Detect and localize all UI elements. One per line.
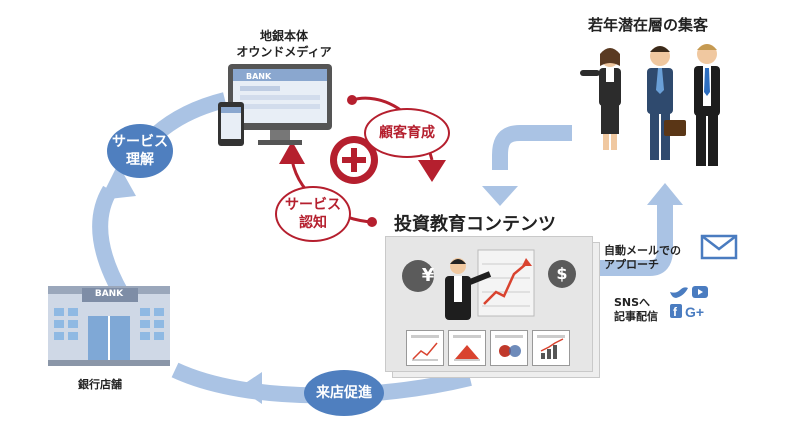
yen-symbol: ¥ <box>421 265 435 286</box>
mini-chart-2 <box>448 330 486 366</box>
mini-chart-3 <box>490 330 528 366</box>
content-title: 投資教育コンテンツ <box>394 214 556 235</box>
monitor-icon <box>218 64 332 146</box>
dollar-symbol: $ <box>556 264 568 283</box>
monitor-bank-label: BANK <box>246 72 272 81</box>
bubble-store-visit: 来店促進 <box>304 370 384 416</box>
twitter-icon <box>670 287 688 298</box>
media-caption: 地銀本体 オウンドメディア <box>224 28 344 60</box>
audience-to-content-path <box>492 125 572 170</box>
content-to-audience-path <box>598 200 673 276</box>
mini-chart-1 <box>406 330 444 366</box>
youtube-icon <box>692 286 708 298</box>
presenter-illustration <box>402 249 576 320</box>
audience-title: 若年潜在層の集客 <box>588 16 709 34</box>
facebook-icon: f <box>670 304 682 319</box>
email-channel-label: 自動メールでの アプローチ <box>604 244 681 271</box>
media-caption-line1: 地銀本体 <box>259 29 308 43</box>
bubble-service-awareness: サービス 認知 <box>275 186 351 242</box>
bank-building-icon <box>48 286 170 366</box>
media-caption-line2: オウンドメディア <box>236 45 332 59</box>
svg-text:G+: G+ <box>685 304 704 320</box>
arrow-bottom-head <box>238 372 262 404</box>
bank-sign: BANK <box>94 289 124 299</box>
sns-channel-label: SNSへ 記事配信 <box>614 296 658 323</box>
mini-chart-4 <box>532 330 570 366</box>
svg-text:f: f <box>673 305 678 319</box>
bubble-service-understanding: サービス 理解 <box>107 124 173 178</box>
bubble-customer-nurturing: 顧客育成 <box>364 108 450 158</box>
sns-icons: f G+ <box>670 286 708 320</box>
arrow-down-head <box>482 186 518 206</box>
arrow-up-head <box>647 183 683 205</box>
arrow-left-up-head <box>100 164 136 200</box>
google-plus-icon: G+ <box>685 304 704 320</box>
bank-caption: 銀行店舗 <box>78 378 122 391</box>
mail-icon <box>700 234 738 260</box>
dollar-coin-icon <box>548 260 576 288</box>
business-people-icon <box>580 44 720 166</box>
yen-coin-icon <box>402 260 434 292</box>
